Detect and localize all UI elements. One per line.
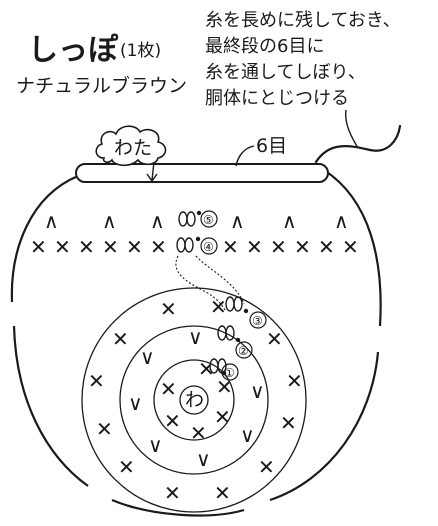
round-2-symbols: ∨ ∨ ∨ ∨ ∨ ∨ ∨ ②	[128, 325, 265, 471]
chain-stitch	[186, 211, 196, 227]
single-crochet-symbol: ✕	[286, 369, 303, 393]
round-number-5: ⑤	[203, 213, 214, 227]
single-crochet-symbol: ✕	[102, 235, 119, 259]
body-outline-bottom	[111, 498, 245, 517]
single-crochet-symbol: ✕	[160, 297, 177, 321]
instruction-line-1: 糸を長めに残しておき、	[205, 10, 401, 31]
single-crochet-symbol: ✕	[266, 327, 283, 351]
single-crochet-symbol: ✕	[246, 235, 263, 259]
single-crochet-symbol: ✕	[190, 421, 207, 445]
round-number-2: ②	[238, 344, 249, 358]
slip-stitch-dot	[196, 210, 202, 216]
round-number-4: ④	[203, 240, 214, 254]
single-crochet-symbol: ✕	[112, 327, 129, 351]
decrease-symbol: ∧	[44, 209, 59, 233]
single-crochet-symbol: ✕	[88, 369, 105, 393]
round-number-circle	[200, 210, 218, 228]
instruction-line-3: 糸を通してしぼり、	[205, 62, 366, 83]
single-crochet-symbol: ✕	[150, 235, 167, 259]
single-crochet-symbol: ✕	[126, 235, 143, 259]
subtitle-text: ナチュラルブラウン	[16, 74, 187, 97]
yarn-tail	[314, 124, 402, 164]
slip-stitch-dot	[221, 370, 227, 376]
chain-stitch	[225, 296, 235, 312]
slip-stitch-dot	[235, 337, 241, 343]
single-crochet-symbol: ✕	[164, 409, 181, 433]
decrease-symbol: ∧	[282, 209, 297, 233]
body-outline-right-top	[323, 169, 382, 327]
slip-stitch-dot	[243, 308, 249, 314]
single-crochet-symbol: ✕	[96, 417, 113, 441]
instruction-line-2: 最終段の6目に	[205, 36, 324, 57]
six-stitches-leader	[235, 145, 255, 167]
single-crochet-symbol: ✕	[30, 235, 47, 259]
single-crochet-symbol: ✕	[280, 411, 297, 435]
body-outline-left-bottom	[12, 325, 89, 487]
round-1-symbols: ✕ ✕ ✕ ✕ ✕ ✕ ①	[160, 357, 239, 445]
single-crochet-symbol: ✕	[164, 481, 181, 505]
single-crochet-symbol: ✕	[270, 235, 287, 259]
single-crochet-symbol: ✕	[342, 235, 359, 259]
stuffing-label: わた	[114, 137, 152, 159]
title-text: しっぽ	[28, 33, 119, 68]
single-crochet-symbol: ✕	[294, 235, 311, 259]
single-crochet-symbol: ✕	[222, 235, 239, 259]
single-crochet-symbol: ✕	[210, 295, 227, 319]
magic-ring-label: わ	[185, 389, 204, 411]
instruction-leader-line	[344, 109, 359, 149]
single-crochet-symbol: ✕	[258, 455, 275, 479]
six-stitches-label: 6目	[256, 135, 287, 157]
round-number-circle	[221, 363, 239, 381]
round-number-circle	[200, 237, 218, 255]
title-count: (1枚)	[120, 41, 161, 61]
increase-symbol: ∨	[148, 433, 163, 457]
round-2-ring	[119, 325, 269, 475]
increase-symbol: ∨	[140, 345, 155, 369]
single-crochet-symbol: ✕	[214, 481, 231, 505]
round-number-circle	[235, 341, 253, 359]
round-3-ring	[81, 287, 307, 513]
body-outline-left-top	[10, 174, 79, 303]
chain-stitch	[184, 237, 194, 253]
stuffing-cloud	[95, 125, 167, 167]
round-number-1: ①	[224, 366, 235, 380]
decrease-symbol: ∧	[150, 209, 165, 233]
instruction-line-4: 胴体にとじつける	[205, 88, 349, 109]
round-3-symbols: ✕ ✕ ✕ ✕ ✕ ✕ ✕ ✕ ✕ ✕ ✕ ✕ ③	[88, 295, 303, 505]
round-number-circle	[249, 311, 267, 329]
chain-stitch	[178, 211, 188, 227]
join-path-dotted	[195, 255, 245, 305]
single-crochet-symbol: ✕	[160, 377, 177, 401]
single-crochet-symbol: ✕	[214, 405, 231, 429]
single-crochet-symbol: ✕	[118, 455, 135, 479]
single-crochet-symbol: ✕	[78, 235, 95, 259]
stuffing-arrow-head	[146, 173, 158, 183]
single-crochet-symbol: ✕	[216, 375, 233, 399]
decrease-symbol: ∧	[230, 209, 245, 233]
decrease-symbol: ∧	[334, 209, 349, 233]
body-outline-right-bottom	[269, 351, 380, 502]
single-crochet-symbol: ✕	[54, 235, 71, 259]
magic-ring	[179, 385, 209, 415]
round-4-row: ✕ ✕ ✕ ✕ ✕ ✕ ✕ ✕ ✕ ✕ ✕ ✕ ④	[30, 235, 359, 259]
join-path-dotted	[175, 255, 227, 313]
round-number-3: ③	[252, 314, 263, 328]
chain-stitch	[225, 325, 235, 341]
slip-stitch-dot	[195, 236, 201, 242]
single-crochet-symbol: ✕	[318, 235, 335, 259]
increase-symbol: ∨	[128, 391, 143, 415]
decrease-symbol: ∧	[102, 209, 117, 233]
chain-stitch	[176, 237, 186, 253]
increase-symbol: ∨	[240, 423, 255, 447]
increase-symbol: ∨	[250, 379, 265, 403]
increase-symbol: ∨	[188, 325, 203, 349]
round-5-row: ∧ ∧ ∧ ∧ ∧ ∧ ⑤	[44, 209, 349, 233]
stuffing-arrow-line	[151, 161, 155, 181]
chain-stitch	[233, 296, 243, 312]
top-opening	[75, 163, 329, 183]
increase-symbol: ∨	[196, 447, 211, 471]
round-1-ring	[153, 359, 235, 441]
